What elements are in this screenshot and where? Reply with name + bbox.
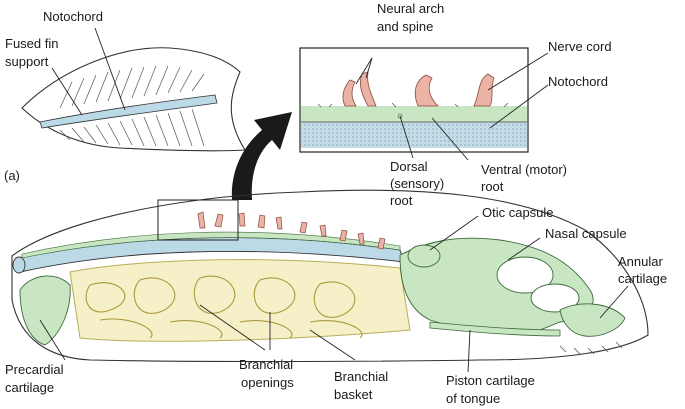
label-annular-1: Annular [618,254,663,269]
figure-letter: (a) [4,168,20,183]
label-otic-capsule: Otic capsule [482,205,554,220]
label-dorsal-1: Dorsal [390,159,428,174]
label-precardial-1: Precardial [5,362,64,377]
lamprey-body [11,189,649,363]
label-annular-2: cartilage [618,271,667,286]
zoom-arrow [231,112,292,200]
label-nerve-cord: Nerve cord [548,39,612,54]
annular-cartilage-shape [559,303,626,337]
label-fused-fin-2: support [5,54,49,69]
otic-capsule-shape [407,244,441,268]
label-ventral-2: root [481,179,504,194]
label-dorsal-3: root [390,193,413,208]
label-piston-2: of tongue [446,391,500,406]
tail-notochord [39,94,218,129]
label-neural-arch-1: Neural arch [377,1,444,16]
label-fused-fin-1: Fused fin [5,36,58,51]
piston-cartilage-shape [429,321,561,337]
inset-nerve-cord [301,106,527,122]
label-dorsal-2: (sensory) [390,176,444,191]
tail-fin-sketch [21,27,246,152]
label-branchial-openings-1: Branchial [239,357,293,372]
label-notochord-inset: Notochord [548,74,608,89]
label-piston-1: Piston cartilage [446,373,535,388]
nasal-capsule-shape [496,256,554,294]
label-ventral-1: Ventral (motor) [481,162,567,177]
precardial-cartilage [19,275,71,346]
leader-lines [39,215,629,373]
label-nasal-capsule: Nasal capsule [545,226,627,241]
spinal-inset [299,47,549,161]
label-notochord-top: Notochord [43,9,103,24]
label-branchial-openings-2: openings [241,375,294,390]
label-branchial-basket-1: Branchial [334,369,388,384]
label-branchial-basket-2: basket [334,387,373,402]
label-precardial-2: cartilage [5,380,54,395]
label-neural-arch-2: and spine [377,19,433,34]
